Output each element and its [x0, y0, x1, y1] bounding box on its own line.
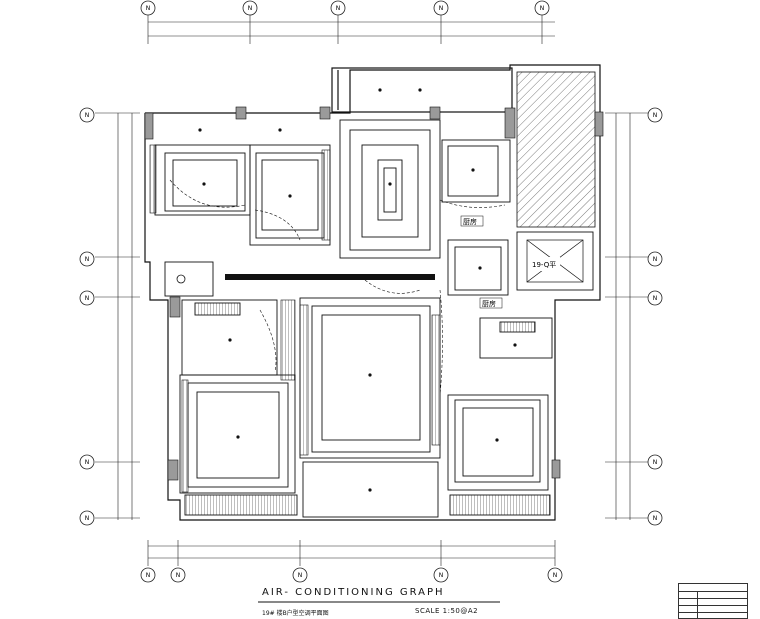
grid-label-bottom-1: N — [146, 572, 151, 579]
drawing-subtitle: 19# 楼B户型空调平面图 — [262, 610, 329, 617]
room-right-mid — [447, 239, 509, 296]
wall-columns — [144, 106, 604, 481]
grid-label-right-4: N — [653, 459, 658, 466]
grid-label-right-2: N — [653, 256, 658, 263]
living-room-top — [339, 119, 441, 259]
grid-label-bottom-5: N — [553, 572, 558, 579]
grid-label-left-5: N — [85, 515, 90, 522]
room-tag-kitchen-right: 厨房 — [482, 299, 496, 308]
grid-bubbles-left — [79, 107, 95, 526]
grid-label-bottom-2: N — [176, 572, 181, 579]
ac-unit-icon — [176, 274, 186, 284]
grid-label-left-3: N — [85, 295, 90, 302]
left-dimension — [95, 112, 140, 520]
grid-label-top-5: N — [540, 5, 545, 12]
ac-piping — [169, 179, 506, 396]
closet-top-left — [149, 144, 157, 214]
bedroom-bottom-right — [447, 394, 549, 491]
grid-label-left-1: N — [85, 112, 90, 119]
drawing-scale: SCALE 1:50@A2 — [415, 607, 479, 615]
shaft-label: 19-Q平 — [532, 261, 556, 269]
balcony-bottom — [184, 461, 551, 518]
living-room-center — [299, 297, 441, 459]
grid-label-left-4: N — [85, 459, 90, 466]
diffuser-points — [198, 88, 517, 492]
grid-label-bottom-3: N — [298, 572, 303, 579]
grid-label-right-1: N — [653, 112, 658, 119]
right-dimension — [605, 112, 648, 520]
room-left-mid — [181, 299, 278, 376]
grid-label-bottom-4: N — [439, 572, 444, 579]
closet-bottom-left — [181, 379, 189, 493]
grid-label-right-3: N — [653, 295, 658, 302]
main-duct — [225, 274, 435, 280]
grid-bubbles-bottom — [140, 567, 563, 583]
title-block — [678, 583, 748, 619]
bottom-dimension — [147, 540, 556, 566]
grid-label-right-5: N — [653, 515, 658, 522]
closet-top-mid — [321, 149, 331, 241]
grid-label-top-3: N — [336, 5, 341, 12]
closet-center-right — [431, 314, 441, 446]
grid-label-top-4: N — [439, 5, 444, 12]
room-tag-kitchen-top: 厨房 — [463, 217, 477, 226]
grid-label-top-1: N — [146, 5, 151, 12]
grid-bubbles-top — [140, 0, 550, 16]
outer-walls — [144, 64, 601, 521]
grid-bubbles-right — [647, 107, 663, 526]
kitchen-top-right — [441, 139, 511, 203]
duct-box — [164, 261, 214, 297]
room-right-lower — [479, 317, 553, 359]
grid-label-left-2: N — [85, 256, 90, 263]
closet-center-left — [299, 304, 309, 456]
shaft-box — [516, 231, 594, 291]
grid-label-group: N N N N N N N N N N N N N N N N N N N N — [85, 5, 658, 579]
bedroom-top-left — [154, 144, 251, 216]
grid-label-top-2: N — [248, 5, 253, 12]
top-dimension — [147, 12, 555, 44]
bedroom-bottom-left — [179, 374, 296, 494]
balcony-hatch — [516, 71, 596, 228]
drawing-title: AIR- CONDITIONING GRAPH — [262, 587, 445, 598]
closet-left-mid — [280, 299, 296, 381]
